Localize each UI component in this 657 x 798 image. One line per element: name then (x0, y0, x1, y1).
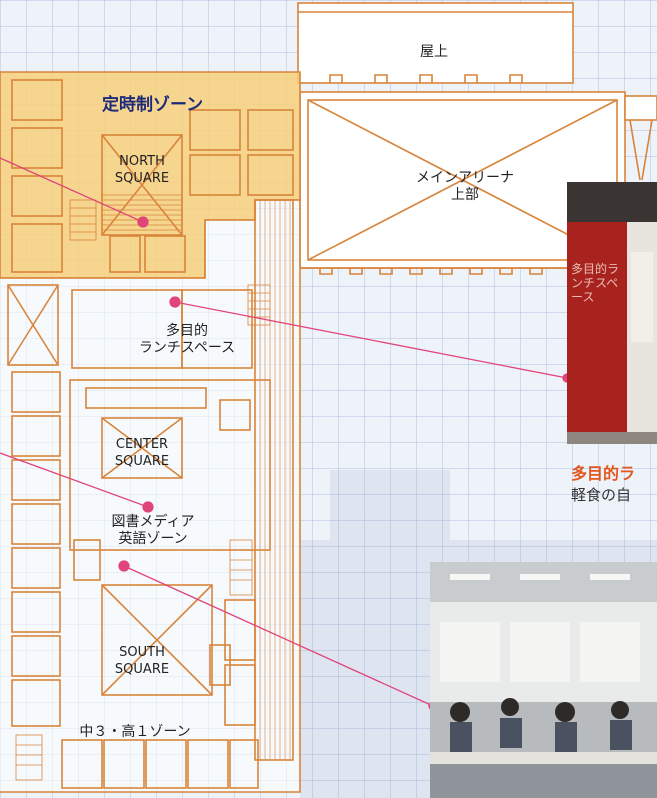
lunch-photo-sign-text: 多目的ランチスペース (571, 262, 620, 304)
north-square-label: NORTH SQUARE (103, 153, 181, 187)
classroom-photo-image (430, 562, 657, 798)
lunch-space-label: 多目的 ランチスペース (112, 323, 262, 357)
media-zone-label-line2: 英語ゾーン (118, 531, 188, 547)
lunch-space-marker (169, 296, 181, 308)
lunch-caption-text: 軽食の自 (571, 486, 632, 504)
south-square-label: SOUTH SQUARE (103, 644, 181, 678)
media-zone-marker (142, 501, 154, 513)
main-arena-label-line2: 上部 (451, 187, 479, 203)
center-square-label-line2: SQUARE (114, 454, 170, 469)
lunch-space-label-line2: ランチスペース (138, 340, 236, 356)
center-square-label: CENTER SQUARE (103, 436, 181, 470)
south-square-label-line2: SQUARE (114, 662, 170, 677)
classroom-photo (430, 562, 657, 798)
center-square-label-line1: CENTER (115, 437, 169, 452)
media-zone-label: 図書メディア 英語ゾーン (88, 514, 218, 548)
lunch-space-label-line1: 多目的 (166, 323, 208, 339)
lunch-space-photo-image (567, 182, 657, 444)
south-square-label-line1: SOUTH (119, 645, 165, 660)
rooftop-block (297, 2, 574, 84)
lunch-space-photo: 多目的ランチスペース (567, 182, 657, 444)
north-square-marker (137, 216, 149, 228)
main-arena-label-line1: メインアリーナ (416, 170, 514, 186)
north-square-label-line1: NORTH (119, 154, 165, 169)
main-arena-label: メインアリーナ 上部 (395, 170, 535, 204)
zone-title: 定時制ゾーン (102, 95, 204, 115)
lunch-caption-title: 多目的ラ (571, 464, 636, 483)
room-walls (7, 79, 294, 789)
north-square-label-line2: SQUARE (114, 171, 170, 186)
media-zone-label-line1: 図書メディア (111, 514, 195, 530)
junior-zone-label: 中３・高１ゾーン (79, 724, 191, 740)
south-zone-marker (118, 560, 130, 572)
rooftop-label: 屋上 (420, 44, 448, 60)
